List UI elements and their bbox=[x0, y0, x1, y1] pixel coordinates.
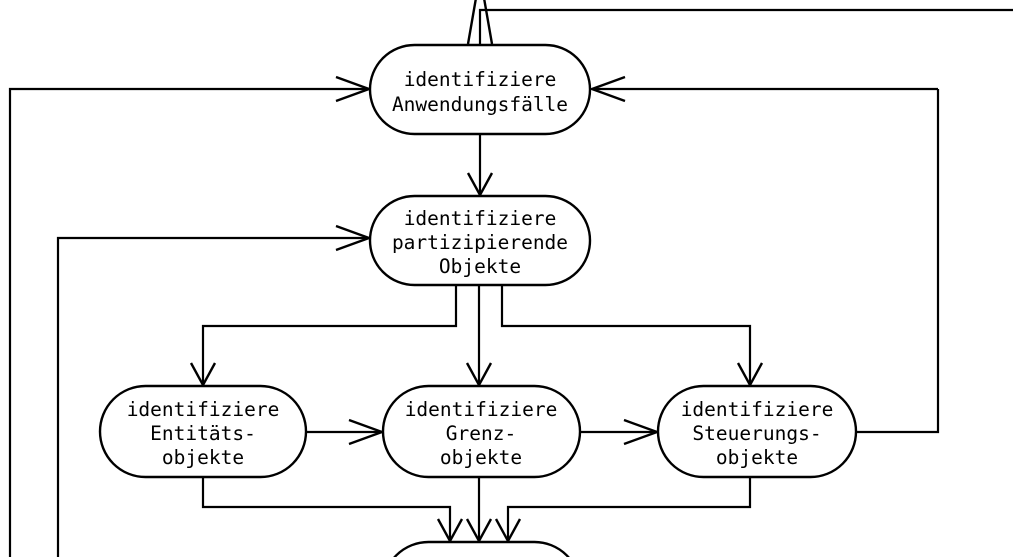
node-label-partizipierende-line2: partizipierende bbox=[392, 231, 568, 254]
node-shape-partizipierende bbox=[368, 194, 592, 287]
edge-steuerungsobjekte-to-bottom-node bbox=[494, 477, 752, 544]
node-identifiziere-partizipierende-objekte[interactable]: identifiziere partizipierende Objekte bbox=[368, 194, 592, 287]
node-label-partizipierende-line3: Objekte bbox=[439, 255, 521, 278]
edge-feedback-left-outer-into-anwendungsfaelle bbox=[8, 75, 373, 557]
node-layer: identifiziere Anwendungsfälle identifizi… bbox=[98, 43, 858, 557]
node-shape-anwendungsfaelle bbox=[368, 43, 592, 136]
node-label-anwendungsfaelle-line2: Anwendungsfälle bbox=[392, 93, 568, 116]
node-label-entitaets-line1: identifiziere bbox=[127, 398, 280, 421]
edge-entitaetsobjekte-to-grenzobjekte bbox=[306, 418, 386, 446]
node-identifiziere-steuerungsobjekte[interactable]: identifiziere Steuerungs- objekte bbox=[656, 384, 858, 479]
node-label-steuerungs-line2: Steuerungs- bbox=[692, 422, 821, 445]
edge-return-top-into-anwendungsfaelle bbox=[466, 0, 1013, 45]
node-shape-grenz bbox=[381, 384, 582, 479]
node-shape-steuerungs bbox=[656, 384, 858, 479]
node-label-steuerungs-line3: objekte bbox=[716, 446, 798, 469]
edge-partizipierende-to-entitaetsobjekte bbox=[189, 286, 458, 388]
edge-entitaetsobjekte-to-bottom-node bbox=[201, 477, 464, 544]
edge-partizipierende-to-grenzobjekte bbox=[465, 286, 493, 388]
edge-grenzobjekte-to-steuerungsobjekte bbox=[580, 418, 661, 446]
edge-steuerungsobjekte-to-right-feedback bbox=[856, 89, 940, 434]
edge-partizipierende-to-steuerungsobjekte bbox=[500, 286, 764, 388]
node-bottom-partial[interactable] bbox=[383, 540, 580, 557]
node-label-steuerungs-line1: identifiziere bbox=[681, 398, 834, 421]
node-identifiziere-grenzobjekte[interactable]: identifiziere Grenz- objekte bbox=[381, 384, 582, 479]
node-label-grenz-line3: objekte bbox=[440, 446, 522, 469]
node-label-grenz-line1: identifiziere bbox=[405, 398, 558, 421]
node-identifiziere-anwendungsfaelle[interactable]: identifiziere Anwendungsfälle bbox=[368, 43, 592, 136]
edge-feedback-right-into-anwendungsfaelle bbox=[588, 75, 938, 103]
node-shape-entitaets bbox=[98, 384, 308, 479]
edge-anwendungsfaelle-to-partizipierende bbox=[466, 134, 494, 198]
node-label-entitaets-line2: Entitäts- bbox=[150, 422, 256, 445]
node-label-partizipierende-line1: identifiziere bbox=[404, 207, 557, 230]
node-label-grenz-line2: Grenz- bbox=[446, 422, 516, 445]
edge-grenzobjekte-to-bottom-node bbox=[465, 477, 493, 544]
node-shape-bottom-partial bbox=[393, 540, 570, 557]
node-label-entitaets-line3: objekte bbox=[162, 446, 244, 469]
node-label-anwendungsfaelle-line1: identifiziere bbox=[404, 68, 557, 91]
node-identifiziere-entitaetsobjekte[interactable]: identifiziere Entitäts- objekte bbox=[98, 384, 308, 479]
